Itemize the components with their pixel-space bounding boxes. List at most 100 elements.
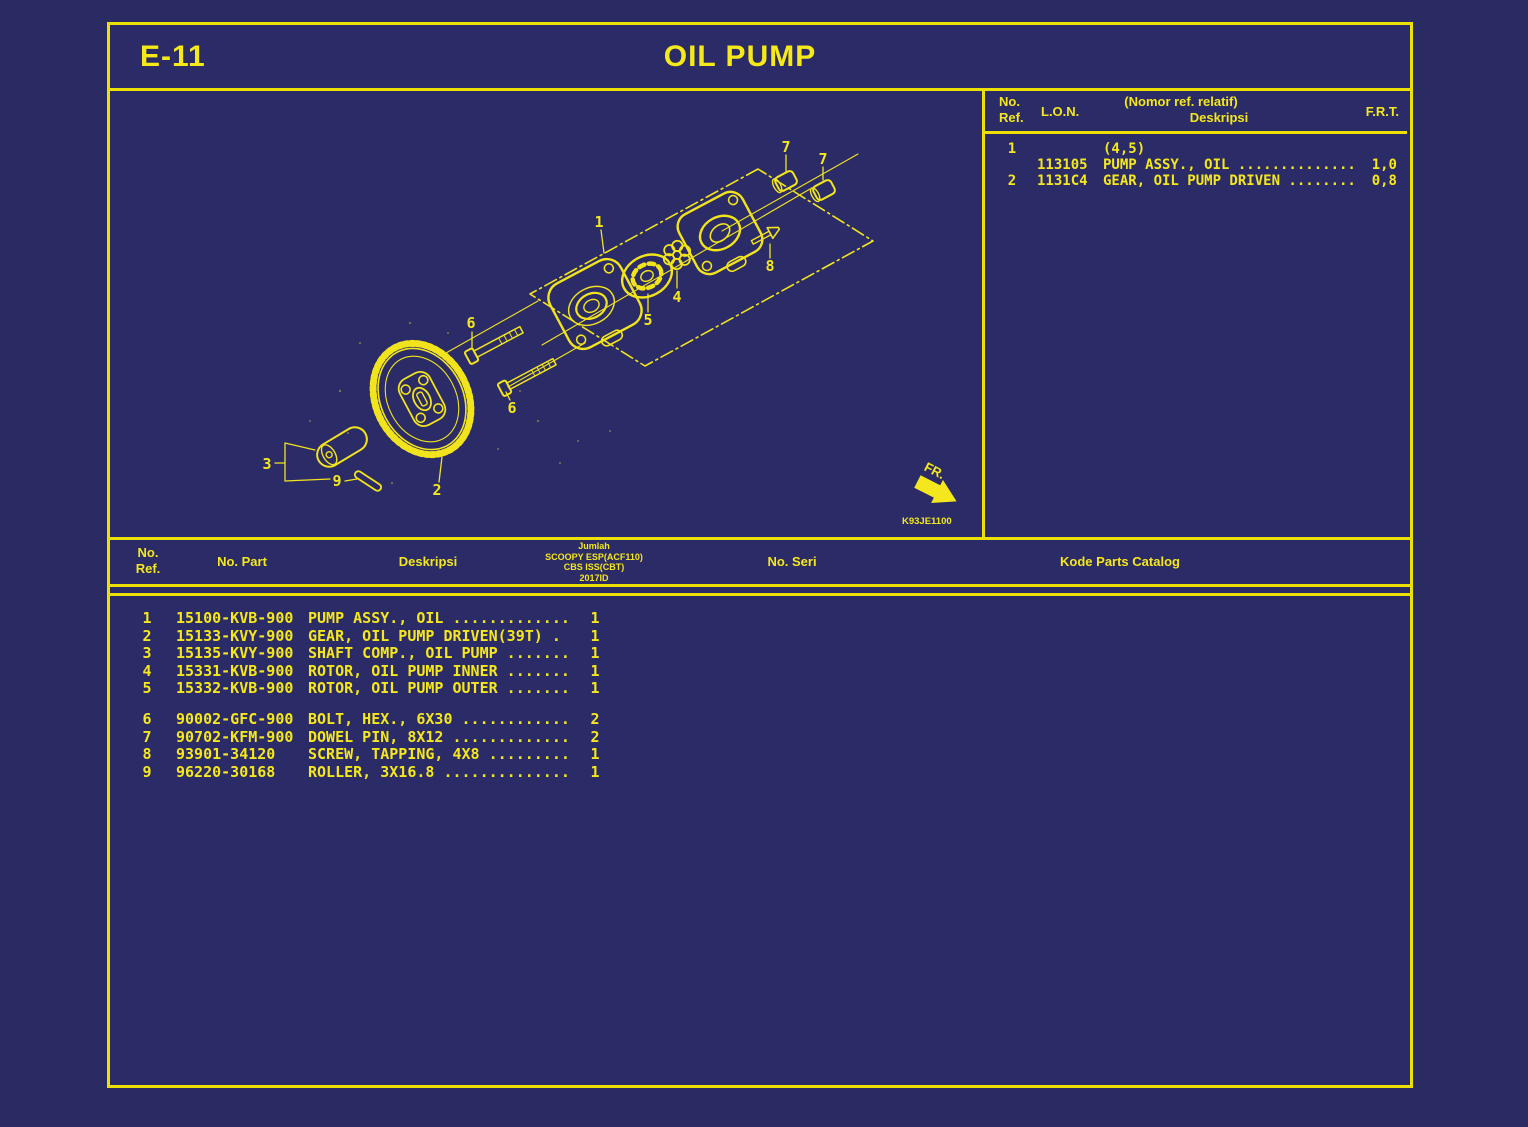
parts-cell-qty: 1 xyxy=(590,745,600,764)
header-frt: F.R.T. xyxy=(1365,104,1399,119)
parts-table-row: 3 15135-KVY-900 SHAFT COMP., OIL PUMP ....… xyxy=(110,645,1410,663)
pump-cover xyxy=(676,190,764,276)
parts-cell-ref: 9 xyxy=(142,762,152,781)
header-deskripsi: Deskripsi xyxy=(398,554,458,569)
parts-table-row: 8 93901-34120 SCREW, TAPPING, 4X8 ........… xyxy=(110,746,1410,764)
parts-cell-part: 15100-KVB-900 xyxy=(176,609,294,627)
parts-cell-part: 90702-KFM-900 xyxy=(176,727,294,746)
parts-cell-qty: 2 xyxy=(590,709,600,728)
page-title: OIL PUMP xyxy=(663,40,817,73)
rotor-oil-pump-inner xyxy=(662,239,692,271)
header-ref: Ref. xyxy=(999,110,1024,125)
part-label-4: 4 xyxy=(672,288,681,306)
parts-cell-ref: 7 xyxy=(142,727,152,746)
header-no-ref: No. Ref. xyxy=(128,545,168,577)
axis-line xyxy=(507,342,586,388)
parts-table-header: No. Ref. No. Part Deskripsi Jumlah SCOOP… xyxy=(110,537,1410,587)
parts-cell-qty: 1 xyxy=(590,644,600,663)
frt-cell-frt: 0,8 xyxy=(1371,173,1397,189)
parts-cell-desc: SCREW, TAPPING, 4X8 ......... xyxy=(308,745,570,764)
parts-cell-desc: GEAR, OIL PUMP DRIVEN(39T) . xyxy=(308,626,561,645)
header-model-name: SCOOPY ESP(ACF110) xyxy=(545,551,643,562)
parts-cell-ref: 2 xyxy=(142,626,152,645)
header-model-year: 2017ID xyxy=(579,572,609,583)
frt-cell-desc: (4,5) xyxy=(1103,141,1146,157)
part-label-6: 6 xyxy=(466,314,475,332)
parts-cell-part: 15133-KVY-900 xyxy=(176,626,294,645)
axis-line xyxy=(445,300,539,354)
frt-cell-ref: 1 xyxy=(1007,141,1017,157)
header-nomor-ref-relatif: (Nomor ref. relatif) xyxy=(1124,94,1238,109)
parts-cell-qty: 1 xyxy=(590,661,600,680)
header-no: No. xyxy=(137,545,159,560)
frt-cell-lon: 113105 xyxy=(1037,157,1088,173)
parts-cell-part: 15332-KVB-900 xyxy=(176,679,294,698)
parts-cell-part: 15135-KVY-900 xyxy=(176,644,294,663)
gear-oil-pump-driven xyxy=(369,339,475,459)
dowel-pin xyxy=(771,170,798,194)
parts-cell-desc: ROTOR, OIL PUMP INNER ....... xyxy=(308,661,570,680)
header-ref: Ref. xyxy=(135,561,161,576)
part-label-7: 7 xyxy=(781,138,790,156)
frt-table-row: 113105 PUMP ASSY., OIL .............. 1,0 xyxy=(985,157,1407,173)
part-label-1: 1 xyxy=(594,213,603,231)
frt-panel-header: No. Ref. L.O.N. (Nomor ref. relatif) Des… xyxy=(985,91,1407,134)
drawing-code: K93JE1100 xyxy=(902,516,952,527)
parts-cell-ref: 4 xyxy=(142,661,152,680)
parts-cell-desc: BOLT, HEX., 6X30 ............ xyxy=(308,709,570,728)
frt-panel-body: 1 (4,5) 113105 PUMP ASSY., OIL ............… xyxy=(985,134,1407,189)
header-jumlah: Jumlah xyxy=(578,541,610,551)
parts-cell-desc: DOWEL PIN, 8X12 ............. xyxy=(308,727,570,746)
leader-lines xyxy=(274,154,824,483)
page-code: E-11 xyxy=(140,40,206,73)
header-model-variant: CBS ISS(CBT) xyxy=(563,562,625,572)
part-label-6: 6 xyxy=(507,399,516,417)
header-deskripsi: Deskripsi xyxy=(1189,110,1249,125)
frt-reference-panel: No. Ref. L.O.N. (Nomor ref. relatif) Des… xyxy=(982,91,1407,537)
parts-cell-ref: 6 xyxy=(142,709,152,728)
parts-cell-desc: SHAFT COMP., OIL PUMP ....... xyxy=(308,644,570,663)
parts-cell-qty: 1 xyxy=(590,679,600,698)
fr-direction-arrow: FR. xyxy=(914,459,957,504)
header-kode-parts-catalog: Kode Parts Catalog xyxy=(1060,554,1180,569)
parts-cell-ref: 8 xyxy=(142,745,152,764)
parts-cell-desc: ROTOR, OIL PUMP OUTER ....... xyxy=(308,679,570,698)
part-label-3: 3 xyxy=(262,455,271,473)
parts-table-row: 7 90702-KFM-900 DOWEL PIN, 8X12 ..........… xyxy=(110,727,1410,747)
axis-line xyxy=(721,153,859,232)
parts-cell-qty: 1 xyxy=(590,762,600,781)
header-no-part: No. Part xyxy=(217,554,267,569)
part-label-7: 7 xyxy=(818,150,827,168)
header-jumlah-model: Jumlah SCOOPY ESP(ACF110) CBS ISS(CBT) 2… xyxy=(514,541,674,583)
roller xyxy=(353,470,383,492)
parts-cell-qty: 2 xyxy=(590,727,600,746)
parts-cell-part: 15331-KVB-900 xyxy=(176,661,294,680)
frt-cell-ref: 2 xyxy=(1007,173,1017,189)
catalog-page-frame: E-11 OIL PUMP xyxy=(107,22,1413,1088)
part-label-5: 5 xyxy=(643,311,652,329)
title-bar: E-11 OIL PUMP xyxy=(110,25,1410,91)
assembly-boundary-box xyxy=(529,168,874,367)
pump-body xyxy=(547,257,643,351)
frt-cell-lon: 1131C4 xyxy=(1037,173,1088,189)
oil-pump-shaft xyxy=(316,426,368,468)
exploded-parts-diagram: 1 2 3 4 5 6 6 7 7 8 9 FR. K93JE1100 xyxy=(262,138,957,527)
part-label-9: 9 xyxy=(332,472,341,490)
part-label-8: 8 xyxy=(765,257,774,275)
frt-cell-desc: PUMP ASSY., OIL .............. xyxy=(1103,157,1356,173)
parts-table-row: 4 15331-KVB-900 ROTOR, OIL PUMP INNER ....… xyxy=(110,661,1410,681)
parts-cell-ref: 3 xyxy=(142,644,152,663)
frt-cell-frt: 1,0 xyxy=(1371,157,1397,173)
parts-table-row: 2 15133-KVY-900 GEAR, OIL PUMP DRIVEN(39T)… xyxy=(110,626,1410,646)
parts-cell-part: 93901-34120 xyxy=(176,745,276,764)
header-lon: L.O.N. xyxy=(1041,104,1080,119)
parts-cell-ref: 5 xyxy=(142,679,152,698)
scan-noise xyxy=(309,321,611,485)
